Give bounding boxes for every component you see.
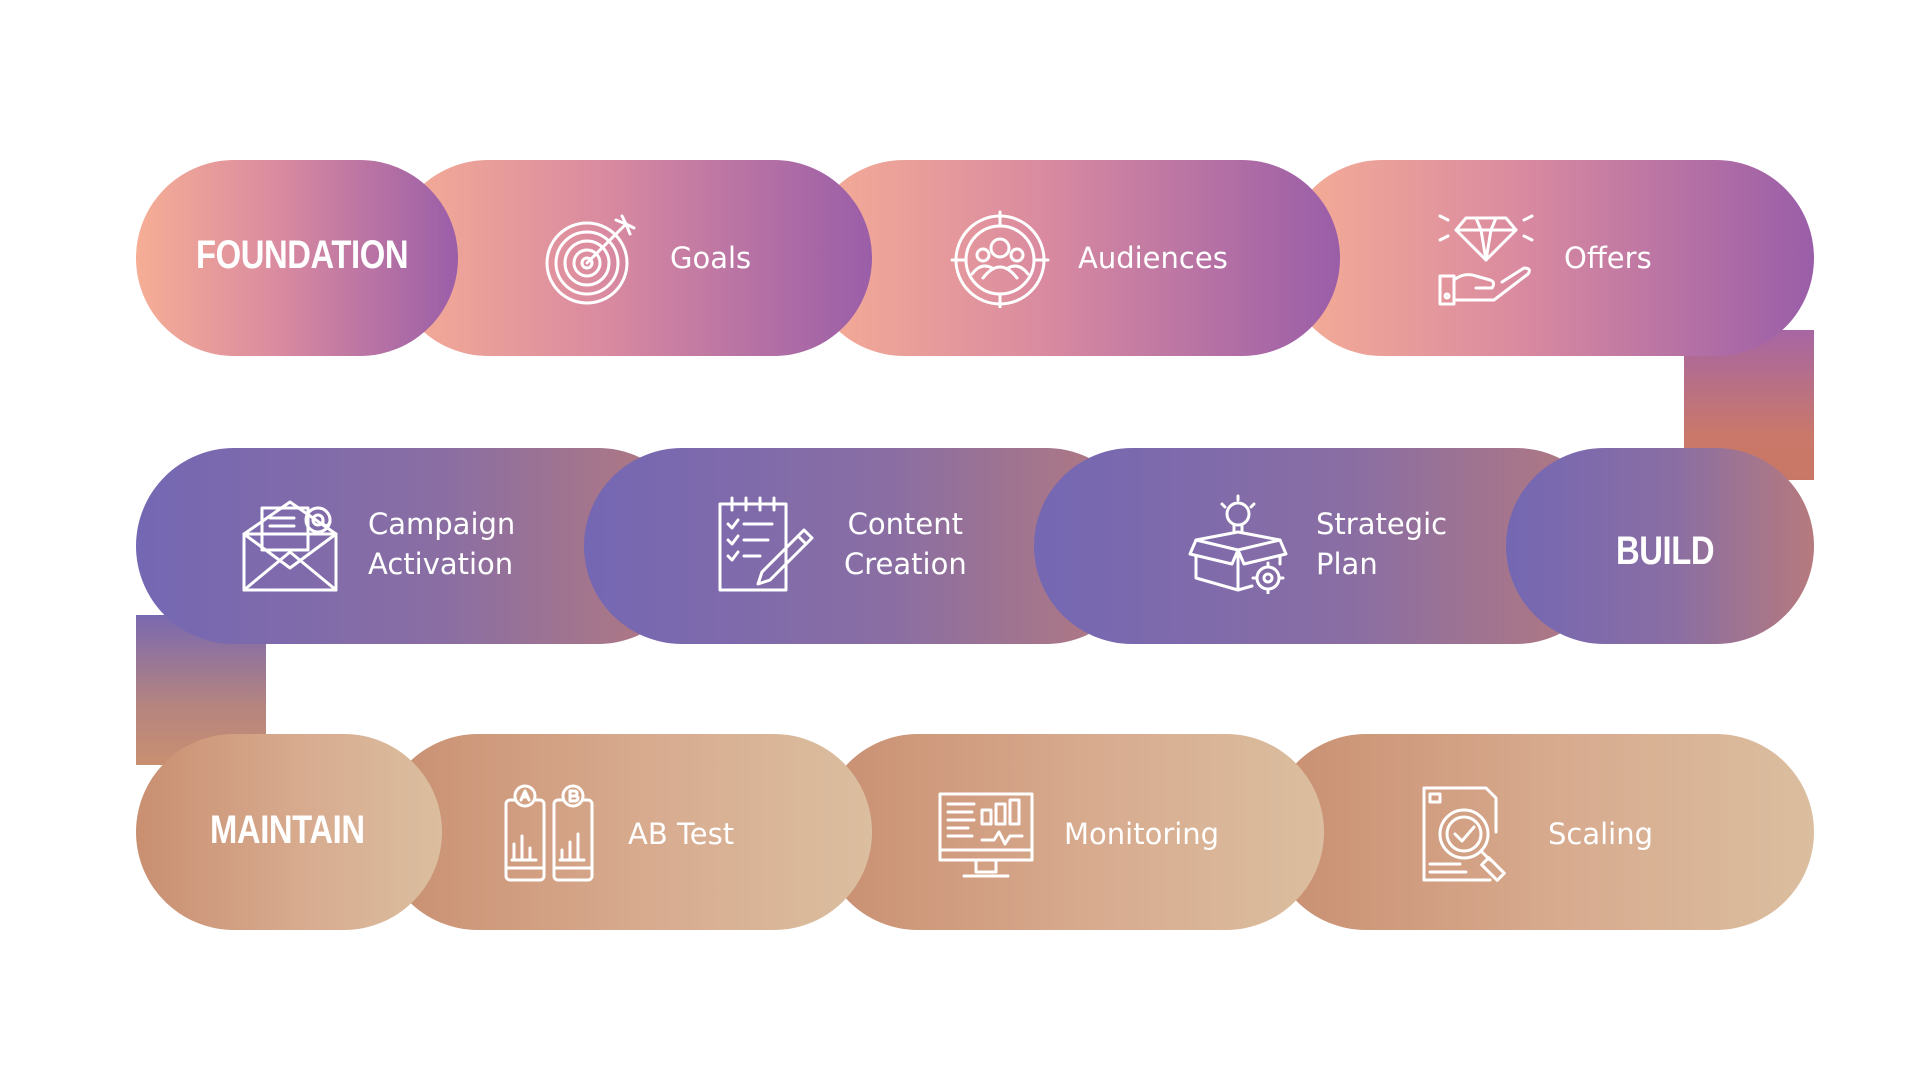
maintain-monitoring-pill bbox=[820, 734, 1324, 930]
phase-label-build: BUILD bbox=[1616, 529, 1715, 573]
idea-box-gear-icon bbox=[1188, 494, 1288, 595]
goals-item: Goals bbox=[542, 208, 751, 308]
audiences-item: Audiences bbox=[950, 208, 1228, 310]
ab-test-phones-icon bbox=[500, 784, 600, 884]
offers-item: Offers bbox=[1436, 208, 1652, 308]
monitoring-item: Monitoring bbox=[936, 784, 1219, 884]
maintain-abtest-pill bbox=[380, 734, 872, 930]
diamond-hand-icon bbox=[1436, 208, 1536, 308]
build-phase-pill bbox=[1506, 448, 1814, 644]
email-envelope-icon bbox=[240, 494, 340, 594]
checklist-pencil-icon bbox=[716, 494, 816, 594]
target-icon bbox=[542, 208, 642, 308]
phase-label-maintain: MAINTAIN bbox=[210, 808, 365, 852]
foundation-audiences-pill bbox=[806, 160, 1340, 356]
document-magnifier-icon bbox=[1420, 784, 1520, 884]
foundation-phase-pill bbox=[136, 160, 458, 356]
scaling-label: Scaling bbox=[1548, 817, 1654, 851]
foundation-goals-pill bbox=[390, 160, 872, 356]
monitor-chart-icon bbox=[936, 784, 1036, 884]
ab-test-label: AB Test bbox=[628, 817, 735, 851]
goals-label: Goals bbox=[670, 241, 752, 275]
ab-test-item: AB Test bbox=[500, 784, 734, 884]
scaling-item: Scaling bbox=[1420, 784, 1653, 884]
maintain-phase-pill bbox=[136, 734, 442, 930]
offers-label: Offers bbox=[1564, 241, 1652, 275]
foundation-offers-pill bbox=[1284, 160, 1814, 356]
maintain-scaling-pill bbox=[1268, 734, 1814, 930]
audiences-label: Audiences bbox=[1078, 241, 1228, 275]
monitoring-label: Monitoring bbox=[1064, 817, 1220, 851]
phase-label-foundation: FOUNDATION bbox=[196, 233, 409, 277]
audience-target-icon bbox=[950, 208, 1050, 310]
